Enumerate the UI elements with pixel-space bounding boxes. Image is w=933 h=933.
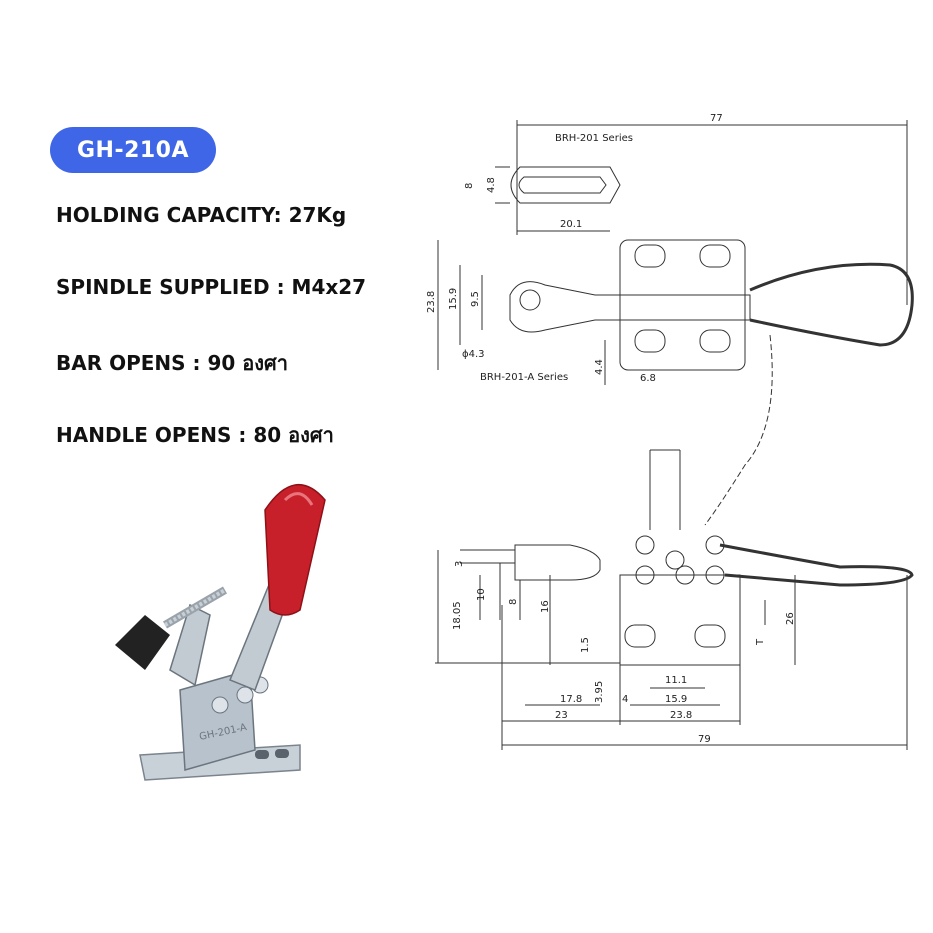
dim-15-9-side: 15.9: [665, 694, 687, 705]
dim-6-8: 6.8: [640, 373, 656, 384]
dim-23-8: 23.8: [426, 291, 437, 313]
spec-bar-opens: BAR OPENS : 90 องศา: [56, 351, 288, 375]
mount-slot: [699, 244, 731, 268]
side-view-body: [619, 574, 741, 666]
dim-4-8: 4.8: [486, 177, 497, 193]
dim-77: 77: [710, 113, 723, 124]
side-view-arm: [514, 544, 601, 581]
slot-inner: [518, 176, 607, 194]
dim-79: 79: [698, 734, 711, 745]
dim-20-1: 20.1: [560, 219, 582, 230]
dim-8-side: 8: [508, 599, 519, 605]
top-view-plate: [619, 239, 746, 371]
series-label-top: BRH-201 Series: [555, 133, 633, 144]
model-badge-label: GH-210A: [76, 137, 190, 163]
spec-spindle-supplied: SPINDLE SUPPLIED : M4x27: [56, 275, 367, 299]
swing-path: [704, 334, 773, 526]
dim-8: 8: [464, 183, 475, 189]
dim-4-4: 4.4: [594, 359, 605, 375]
rivet: [236, 686, 254, 704]
dim-18-05: 18.05: [452, 601, 463, 630]
grip-highlight: [283, 492, 314, 506]
hole-diameter: ϕ4.3: [462, 349, 485, 360]
handle-top-view: [749, 262, 914, 347]
dim-4: 4: [622, 694, 628, 705]
spec-holding-capacity: HOLDING CAPACITY: 27Kg: [56, 203, 347, 227]
mount-slot: [255, 750, 269, 759]
dim-26: 26: [785, 612, 796, 625]
rivet: [211, 696, 229, 714]
dim-16: 16: [540, 600, 551, 613]
mount-slot: [275, 749, 289, 758]
rubber-tip: [115, 615, 170, 670]
model-badge: GH-210A: [50, 127, 216, 173]
spec-handle-opens: HANDLE OPENS : 80 องศา: [56, 423, 334, 447]
product-photo: GH-201-A: [115, 484, 326, 781]
mount-slot: [634, 244, 666, 268]
handle-side-view: [719, 543, 914, 587]
dim-1-5: 1.5: [580, 637, 591, 653]
technical-drawing: 77 BRH-201 Series 8 4.8 20.1 23.8 15.9 9…: [426, 113, 914, 750]
dim-9-5: 9.5: [470, 291, 481, 307]
mount-slot: [634, 329, 666, 353]
clamp-arm: [169, 603, 211, 687]
dim-11-1: 11.1: [665, 675, 687, 686]
dim-3-95: 3.95: [594, 681, 605, 703]
spindle-thread: [163, 588, 227, 627]
handle-grip: [264, 484, 326, 616]
dim-T: T: [755, 638, 766, 646]
series-label-bottom: BRH-201-A Series: [480, 372, 568, 383]
dim-23-8-side: 23.8: [670, 710, 692, 721]
dim-10: 10: [476, 588, 487, 601]
slot-outline: [510, 166, 621, 204]
dim-23-side: 23: [555, 710, 568, 721]
mount-slot: [699, 329, 731, 353]
dim-17-8: 17.8: [560, 694, 582, 705]
clamp-body: [179, 669, 256, 771]
arm-hole: [519, 289, 541, 311]
dim-15-9: 15.9: [448, 288, 459, 310]
dim-3: 3: [454, 561, 465, 567]
arm-outline: [509, 281, 751, 333]
